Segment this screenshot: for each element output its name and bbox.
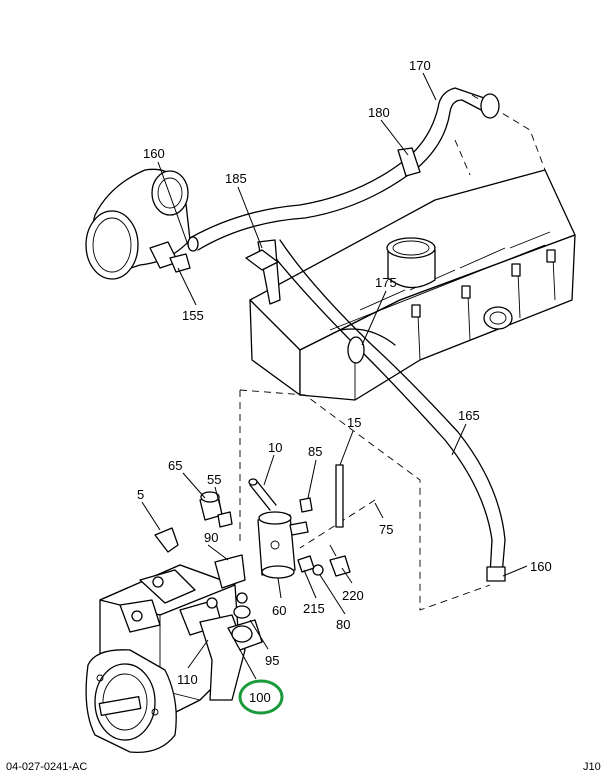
callout-155[interactable]: 155 xyxy=(182,308,204,323)
callout-95[interactable]: 95 xyxy=(265,653,279,668)
callout-85[interactable]: 85 xyxy=(308,444,322,459)
phantom-outline xyxy=(239,389,491,611)
callout-185[interactable]: 185 xyxy=(225,171,247,186)
engine-block xyxy=(249,94,576,401)
callout-170[interactable]: 170 xyxy=(409,58,431,73)
leader-lines xyxy=(141,72,528,680)
callout-5[interactable]: 5 xyxy=(137,487,144,502)
callout-215[interactable]: 215 xyxy=(303,601,325,616)
callout-160-bottom[interactable]: 160 xyxy=(530,559,552,574)
callout-220[interactable]: 220 xyxy=(342,588,364,603)
callout-labels: 170 180 160 185 175 155 165 10 15 85 65 … xyxy=(137,58,552,705)
sheet-code: J10 xyxy=(583,761,601,773)
callout-60[interactable]: 60 xyxy=(272,603,286,618)
callout-90[interactable]: 90 xyxy=(204,530,218,545)
callout-175[interactable]: 175 xyxy=(375,275,397,290)
callout-165[interactable]: 165 xyxy=(458,408,480,423)
callout-80[interactable]: 80 xyxy=(336,617,350,632)
solenoid-group xyxy=(154,464,351,579)
turbo-elbow xyxy=(85,168,199,280)
callout-100[interactable]: 100 xyxy=(249,690,271,705)
tube-assembly xyxy=(189,87,506,582)
highlight-ring xyxy=(238,679,284,715)
callout-75[interactable]: 75 xyxy=(379,522,393,537)
callout-180[interactable]: 180 xyxy=(368,105,390,120)
callout-65[interactable]: 65 xyxy=(168,458,182,473)
drawing-number: 04-027-0241-AC xyxy=(6,761,87,773)
callout-110[interactable]: 110 xyxy=(177,672,198,687)
callout-15[interactable]: 15 xyxy=(347,415,361,430)
injection-pump xyxy=(85,554,263,754)
callout-160-top[interactable]: 160 xyxy=(143,146,165,161)
callout-55[interactable]: 55 xyxy=(207,472,221,487)
callout-10[interactable]: 10 xyxy=(268,440,282,455)
